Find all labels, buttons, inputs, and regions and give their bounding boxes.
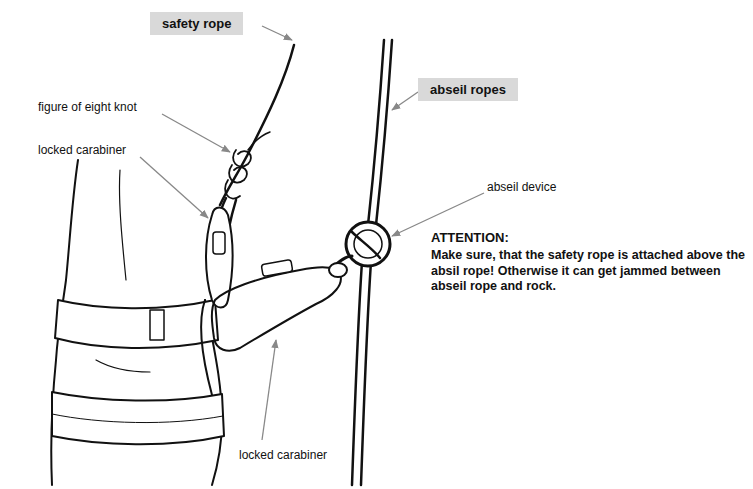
rope-label-box: safety rope: [150, 12, 243, 35]
part-label: locked carabiner: [238, 448, 328, 462]
note-text: Make sure, that the safety rope is attac…: [430, 248, 750, 295]
leader-line: [162, 114, 230, 152]
leader-line: [262, 340, 276, 440]
leg-loop-seam: [52, 414, 223, 423]
rope-label-box: abseil ropes: [418, 78, 518, 101]
safety-rope-tail: [248, 132, 270, 150]
part-label: abseil device: [486, 180, 557, 194]
abseil-rope: [368, 40, 384, 225]
leg-loop: [52, 392, 224, 444]
abseil-rope: [361, 262, 371, 485]
abseil-rope: [352, 262, 362, 485]
belt-buckle: [150, 310, 164, 340]
leader-line: [262, 26, 292, 40]
part-label: locked carabiner: [37, 143, 127, 157]
locked-carabiner-lower: [212, 259, 341, 350]
body-fold: [119, 170, 126, 280]
waist-belt: [55, 300, 218, 348]
locked-carabiner-upper: [206, 208, 233, 308]
rope-label: abseil ropes: [430, 82, 506, 97]
safety-rope: [220, 45, 294, 205]
abseil-rope: [376, 40, 392, 225]
note-heading: ATTENTION:: [430, 230, 510, 245]
part-label: figure of eight knot: [37, 100, 138, 114]
leader-line: [392, 92, 418, 110]
rope-label: safety rope: [162, 16, 231, 31]
tie-in-loop: [201, 300, 212, 395]
leader-line: [140, 157, 208, 218]
body-fold: [96, 360, 150, 372]
abseil-device: [329, 222, 390, 277]
